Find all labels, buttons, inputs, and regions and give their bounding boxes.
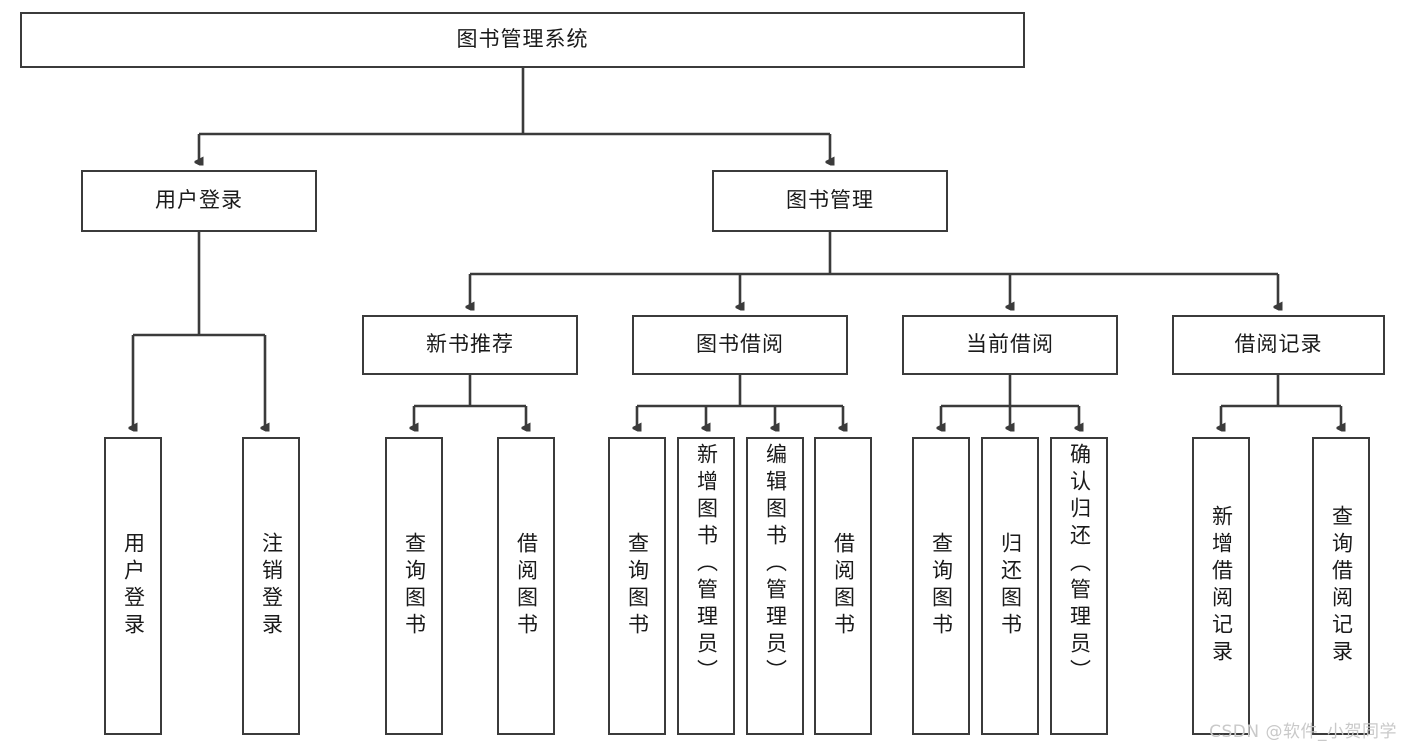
node-borrow-record-label: 借阅记录 [1234, 332, 1323, 357]
leaf-edit-book-label: 编辑图书（管理员） [763, 443, 788, 686]
leaf-add-record[interactable]: 新增借阅记录 [1192, 437, 1250, 735]
leaf-query-book-1-label: 查询图书 [402, 532, 427, 640]
node-user-login[interactable]: 用户登录 [81, 170, 317, 232]
leaf-add-book-label: 新增图书（管理员） [694, 443, 719, 686]
leaf-query-book-2[interactable]: 查询图书 [608, 437, 666, 735]
leaf-add-record-label: 新增借阅记录 [1209, 505, 1234, 667]
node-book-manage-label: 图书管理 [786, 188, 874, 213]
node-book-manage[interactable]: 图书管理 [712, 170, 948, 232]
leaf-edit-book[interactable]: 编辑图书（管理员） [746, 437, 804, 735]
leaf-return-book-label: 归还图书 [998, 532, 1023, 640]
leaf-user-logout-label: 注销登录 [259, 532, 284, 640]
leaf-borrow-book-2-label: 借阅图书 [831, 532, 856, 640]
leaf-user-login-label: 用户登录 [121, 532, 146, 640]
leaf-return-book[interactable]: 归还图书 [981, 437, 1039, 735]
leaf-confirm-return[interactable]: 确认归还（管理员） [1050, 437, 1108, 735]
leaf-confirm-return-label: 确认归还（管理员） [1067, 443, 1092, 686]
leaf-user-login[interactable]: 用户登录 [104, 437, 162, 735]
node-book-borrow[interactable]: 图书借阅 [632, 315, 848, 375]
leaf-borrow-book-1[interactable]: 借阅图书 [497, 437, 555, 735]
leaf-query-book-3-label: 查询图书 [929, 532, 954, 640]
node-current-borrow-label: 当前借阅 [966, 332, 1054, 357]
leaf-borrow-book-1-label: 借阅图书 [514, 532, 539, 640]
node-user-login-label: 用户登录 [155, 188, 243, 213]
node-book-borrow-label: 图书借阅 [696, 332, 784, 357]
node-root[interactable]: 图书管理系统 [20, 12, 1025, 68]
node-new-book-recommend[interactable]: 新书推荐 [362, 315, 578, 375]
leaf-query-record-label: 查询借阅记录 [1329, 505, 1354, 667]
node-borrow-record[interactable]: 借阅记录 [1172, 315, 1385, 375]
leaf-query-book-1[interactable]: 查询图书 [385, 437, 443, 735]
leaf-query-book-2-label: 查询图书 [625, 532, 650, 640]
leaf-borrow-book-2[interactable]: 借阅图书 [814, 437, 872, 735]
leaf-query-record[interactable]: 查询借阅记录 [1312, 437, 1370, 735]
leaf-user-logout[interactable]: 注销登录 [242, 437, 300, 735]
leaf-query-book-3[interactable]: 查询图书 [912, 437, 970, 735]
node-current-borrow[interactable]: 当前借阅 [902, 315, 1118, 375]
node-new-book-recommend-label: 新书推荐 [426, 332, 514, 357]
leaf-add-book[interactable]: 新增图书（管理员） [677, 437, 735, 735]
node-root-label: 图书管理系统 [456, 27, 589, 52]
